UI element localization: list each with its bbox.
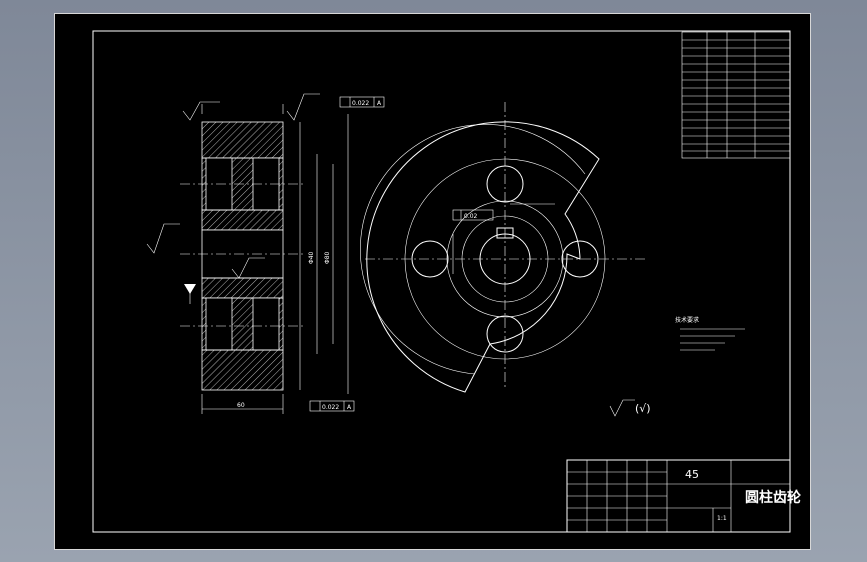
tech-req-title: 技术要求 (675, 316, 699, 324)
gear-section-view: 0.022 A 0.022 A 60 Φ40 Φ80 (146, 93, 385, 414)
title-block: 45 圆柱齿轮 1:1 (566, 459, 801, 533)
hub-dimension-text: Φ80 (324, 251, 331, 264)
gear-parameter-table (681, 31, 791, 159)
bore-dimension-text: Φ40 (308, 251, 315, 264)
drawing-border (92, 30, 791, 533)
tolerance-top-text: 0.022 (352, 100, 369, 107)
part-name-text: 圆柱齿轮 (745, 489, 801, 506)
roughness-note: (√) (609, 399, 651, 417)
drawing-svg: 0.022 A 0.022 A 60 Φ40 Φ80 (92, 30, 801, 533)
roughness-note-text: (√) (635, 402, 651, 415)
scale-text: 1:1 (717, 515, 727, 522)
material-text: 45 (685, 468, 699, 481)
tolerance-bottom-text: 0.022 (322, 404, 339, 411)
gear-front-view: 0.02 (360, 102, 645, 393)
drawing-sheet: 0.022 A 0.022 A 60 Φ40 Φ80 (54, 13, 811, 550)
key-tolerance-text: 0.02 (464, 213, 478, 220)
width-dimension-text: 60 (237, 402, 245, 409)
datum-bottom-text: A (347, 404, 352, 411)
datum-top-text: A (377, 100, 382, 107)
technical-requirements: 技术要求 (675, 316, 745, 351)
